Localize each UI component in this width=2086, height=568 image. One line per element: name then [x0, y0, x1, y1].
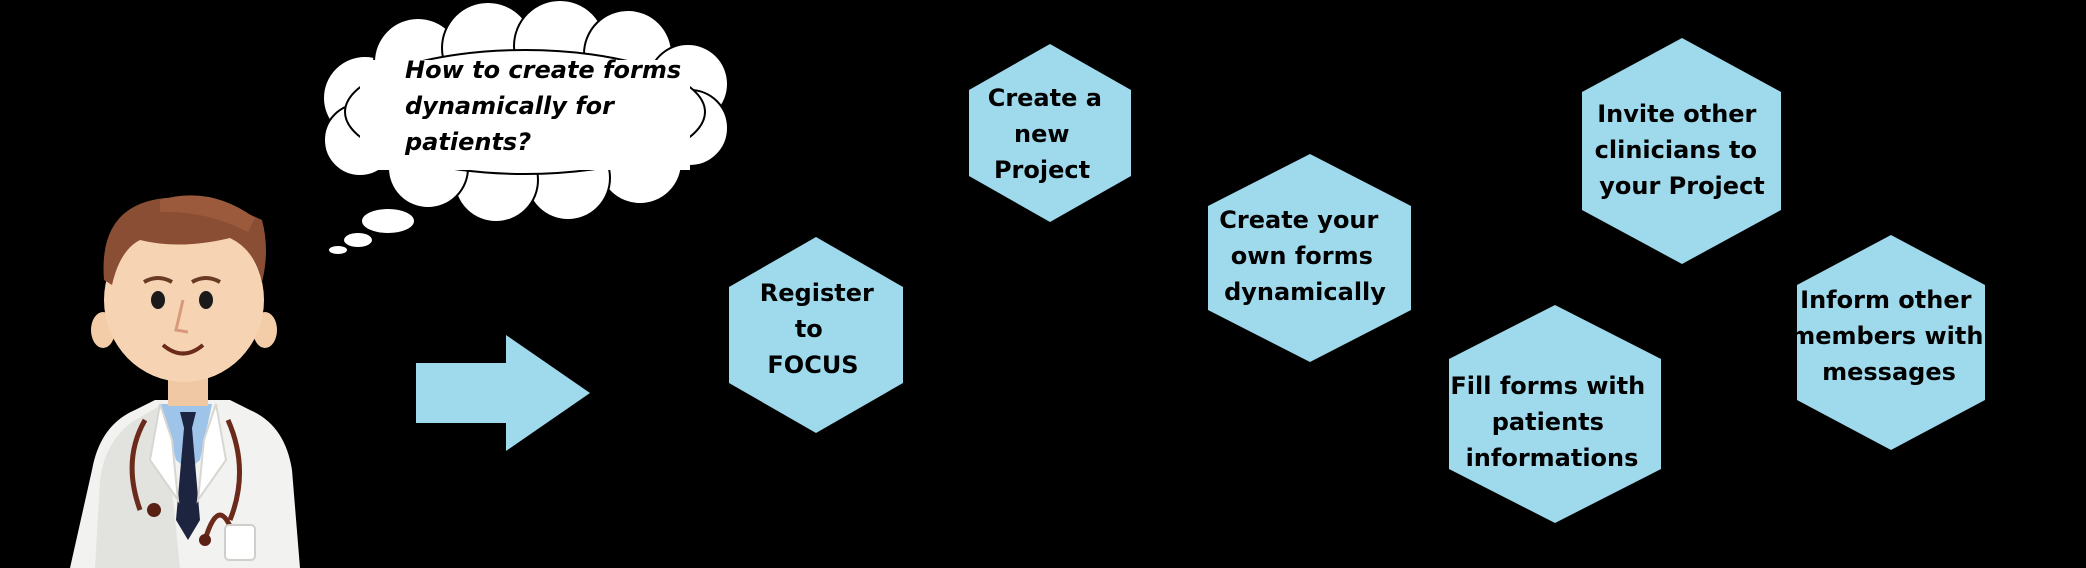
step-invite-clinicians: Invite other clinicians to your Project — [1582, 38, 1781, 264]
step-register-label: Register to FOCUS — [760, 279, 882, 379]
step-create-project-hexagon — [969, 44, 1131, 222]
thought-line-3: patients? — [404, 128, 531, 156]
step-create-forms: Create your own forms dynamically — [1208, 154, 1411, 362]
step-register-hexagon — [729, 237, 903, 433]
thought-bubble: How to create forms dynamically for pati… — [322, 0, 729, 254]
step-invite-clinicians-label: Invite other clinicians to your Project — [1595, 100, 1766, 200]
step-create-project: Create a new Project — [969, 44, 1131, 222]
step-invite-clinicians-hexagon — [1582, 38, 1781, 264]
step-register: Register to FOCUS — [729, 237, 903, 433]
step-inform-members-hexagon — [1797, 235, 1985, 450]
thought-line-2: dynamically for — [405, 92, 616, 120]
step-fill-forms-hexagon — [1449, 305, 1661, 523]
step-fill-forms: Fill forms with patients informations — [1449, 305, 1661, 523]
step-create-forms-hexagon — [1208, 154, 1411, 362]
step-create-forms-label: Create your own forms dynamically — [1219, 206, 1386, 306]
thought-text: How to create forms dynamically for pati… — [404, 56, 689, 156]
step-create-project-label: Create a new Project — [988, 84, 1111, 184]
thought-line-1: How to create forms — [405, 56, 681, 84]
step-fill-forms-label: Fill forms with patients informations — [1450, 372, 1653, 472]
step-inform-members-label: Inform other members with messages — [1790, 286, 1992, 386]
doctor-illustration — [70, 195, 300, 568]
right-arrow-icon — [416, 335, 590, 451]
step-inform-members: Inform other members with messages — [1790, 235, 1992, 450]
